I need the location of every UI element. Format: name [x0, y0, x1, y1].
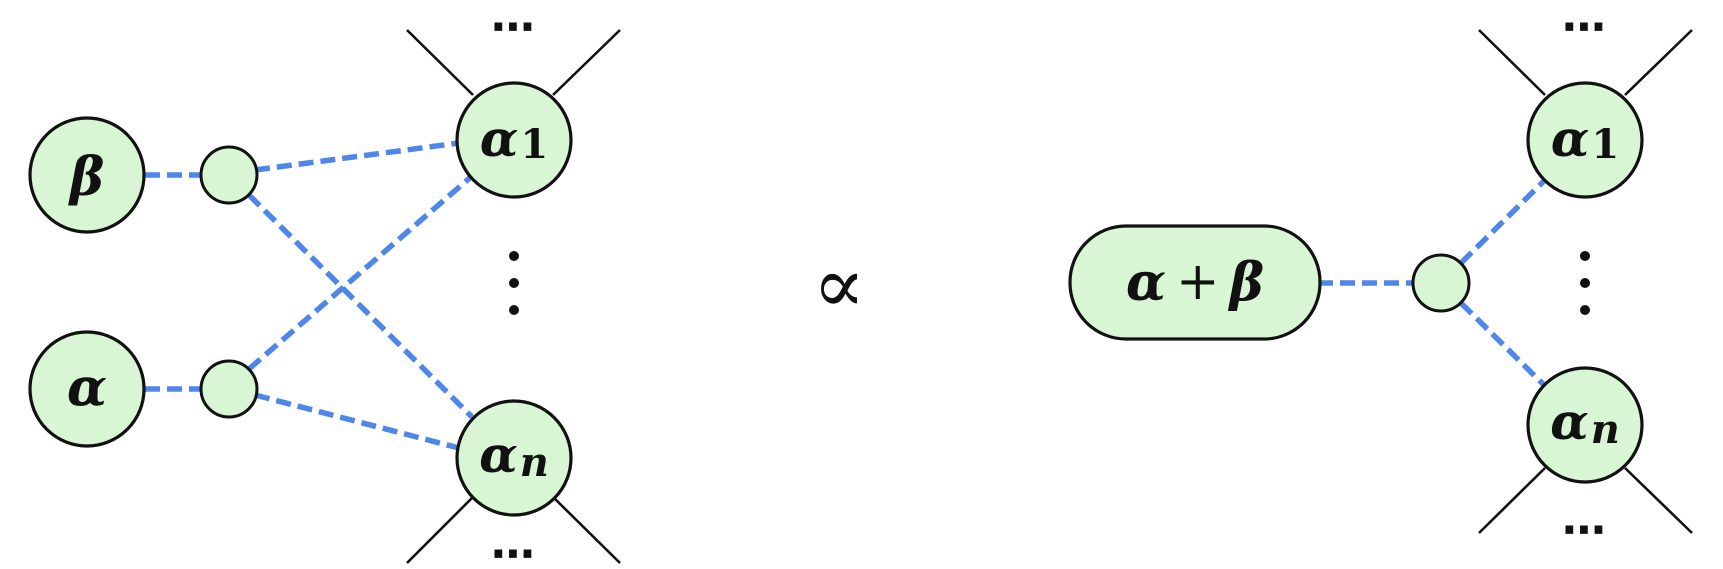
label-alpha1: α1 — [480, 109, 548, 168]
node-alphan — [455, 399, 573, 517]
left-diagram: β α α1 αn ⋯ ⋯ — [28, 2, 621, 569]
node-r-alphan — [1526, 366, 1644, 484]
edge-alpha1-left-leg — [406, 29, 474, 96]
edge-factor-to-r-alphan — [1459, 301, 1548, 389]
node-alpha-plus-beta — [1068, 224, 1322, 341]
label-alphan: αn — [479, 425, 549, 486]
ellipsis-top-right: ⋯ — [1562, 2, 1608, 53]
edge-r-alphan-left-leg — [1478, 467, 1546, 534]
vertical-ellipsis-right — [1580, 251, 1590, 315]
ellipsis-top-left: ⋯ — [491, 2, 537, 53]
proportional-symbol: ∝ — [813, 241, 866, 331]
edge-r-alpha1-left-leg — [1478, 29, 1546, 96]
edge-factor-top-to-alphan — [247, 193, 474, 419]
edge-factor-to-r-alpha1 — [1459, 177, 1548, 265]
edge-alpha1-right-leg — [552, 29, 621, 96]
label-r-alphan: αn — [1550, 392, 1620, 453]
label-alpha: α — [67, 358, 107, 419]
right-diagram: α+β α1 αn ⋯ ⋯ — [1068, 2, 1693, 556]
edge-factor-bottom-to-alphan — [254, 392, 460, 451]
node-alpha — [28, 330, 146, 448]
node-beta — [28, 116, 146, 234]
edge-factor-top-to-alpha1 — [254, 140, 460, 173]
edge-factor-bottom-to-alpha1 — [247, 173, 474, 372]
factor-node-bottom — [199, 359, 259, 419]
factor-node-right — [1411, 253, 1471, 313]
edge-r-alpha1-right-leg — [1624, 29, 1693, 96]
edge-alphan-left-leg — [406, 496, 474, 564]
ellipsis-bottom-right: ⋯ — [1562, 505, 1608, 556]
label-alpha-plus-beta: α+β — [1126, 252, 1264, 313]
ellipsis-bottom-left: ⋯ — [491, 529, 537, 569]
factor-node-top — [199, 145, 259, 205]
edge-alphan-right-leg — [552, 496, 621, 564]
label-r-alpha1: α1 — [1551, 109, 1619, 168]
node-r-alpha1 — [1526, 81, 1644, 199]
vertical-ellipsis-left — [509, 251, 519, 315]
edge-r-alphan-right-leg — [1624, 467, 1693, 534]
label-beta: β — [68, 147, 105, 208]
node-alpha1 — [455, 81, 573, 199]
